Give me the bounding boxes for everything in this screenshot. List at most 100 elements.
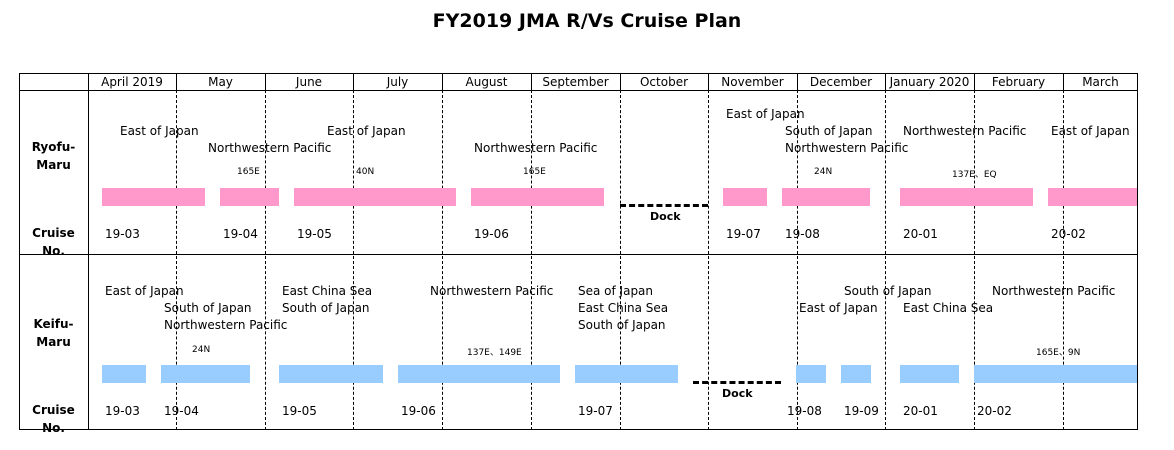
cruise-bar bbox=[796, 365, 826, 383]
month-header: August bbox=[465, 75, 508, 89]
cruise-number: 19-09 bbox=[844, 404, 879, 418]
month-gridline bbox=[265, 90, 266, 430]
month-header: January 2020 bbox=[889, 75, 970, 89]
ship-name-keifu: Keifu- Maru bbox=[33, 317, 74, 349]
area-label: South of Japan bbox=[578, 318, 666, 332]
area-label: South of Japan bbox=[282, 301, 370, 315]
cruise-number: 19-05 bbox=[297, 227, 332, 241]
cruise-bar bbox=[723, 188, 767, 206]
area-label: East of Japan bbox=[105, 284, 184, 298]
month-gridline bbox=[708, 90, 709, 430]
area-label: South of Japan bbox=[844, 284, 932, 298]
month-header: September bbox=[542, 75, 609, 89]
coordinate-label: 137E、EQ bbox=[952, 170, 997, 180]
coordinate-label: 24N bbox=[192, 345, 211, 355]
month-header: December bbox=[809, 75, 873, 89]
month-gridline bbox=[885, 90, 886, 430]
cruise-number: 19-06 bbox=[474, 227, 509, 241]
dock-period bbox=[620, 204, 708, 207]
cruise-number: 19-08 bbox=[787, 404, 822, 418]
month-header: November bbox=[721, 75, 784, 89]
cruise-number: 19-05 bbox=[282, 404, 317, 418]
area-label: East of Japan bbox=[799, 301, 878, 315]
coordinate-label: 137E、149E bbox=[467, 348, 522, 358]
month-header: May bbox=[208, 75, 233, 89]
area-label: South of Japan bbox=[785, 124, 873, 138]
month-separator bbox=[531, 73, 532, 90]
month-header: April 2019 bbox=[101, 75, 163, 89]
cruise-number: 20-02 bbox=[1051, 227, 1086, 241]
month-header: June bbox=[295, 75, 323, 89]
cruise-number: 19-07 bbox=[726, 227, 761, 241]
area-label: Northwestern Pacific bbox=[785, 141, 909, 155]
area-label: East of Japan bbox=[726, 107, 805, 121]
area-label: East of Japan bbox=[120, 124, 199, 138]
month-gridline bbox=[620, 90, 621, 430]
table-frame bbox=[19, 73, 1138, 430]
area-label: East China Sea bbox=[578, 301, 669, 315]
area-label: Northwestern Pacific bbox=[208, 141, 332, 155]
month-separator bbox=[353, 73, 354, 90]
cruise-number: 19-08 bbox=[785, 227, 820, 241]
month-separator bbox=[974, 73, 975, 90]
cruise-number: 20-02 bbox=[977, 404, 1012, 418]
cruise-bar bbox=[900, 188, 1033, 206]
month-separator bbox=[885, 73, 886, 90]
area-label: East of Japan bbox=[327, 124, 406, 138]
cruise-number: 19-04 bbox=[164, 404, 199, 418]
cruise-number: 19-07 bbox=[578, 404, 613, 418]
cruise-bar bbox=[575, 365, 678, 383]
month-separator bbox=[442, 73, 443, 90]
month-header: March bbox=[1082, 75, 1119, 89]
month-header: October bbox=[639, 75, 689, 89]
month-separator bbox=[708, 73, 709, 90]
coordinate-label: 40N bbox=[356, 167, 375, 177]
cruise-bar bbox=[471, 188, 604, 206]
area-label: Northwestern Pacific bbox=[164, 318, 288, 332]
dock-label: Dock bbox=[650, 210, 681, 223]
cruise-number: 20-01 bbox=[903, 404, 938, 418]
area-label: Northwestern Pacific bbox=[992, 284, 1116, 298]
cruise-bar bbox=[102, 188, 205, 206]
area-label: Northwestern Pacific bbox=[903, 124, 1027, 138]
coordinate-label: 165E bbox=[523, 167, 546, 177]
coordinate-label: 165E、9N bbox=[1036, 348, 1081, 358]
cruise-bar bbox=[102, 365, 146, 383]
ship-name-ryofu: Ryofu- Maru bbox=[31, 140, 76, 172]
area-label: Northwestern Pacific bbox=[430, 284, 554, 298]
month-gridline bbox=[442, 90, 443, 430]
cruise-bar bbox=[220, 188, 279, 206]
dock-period bbox=[693, 381, 781, 384]
cruise-number: 19-03 bbox=[105, 404, 140, 418]
label-column-divider bbox=[88, 73, 89, 430]
cruise-bar bbox=[900, 365, 959, 383]
row-divider bbox=[19, 254, 1138, 255]
cruise-number: 20-01 bbox=[903, 227, 938, 241]
cruise-bar bbox=[161, 365, 250, 383]
month-gridline bbox=[974, 90, 975, 430]
area-label: South of Japan bbox=[164, 301, 252, 315]
area-label: Sea of Japan bbox=[578, 284, 654, 298]
cruise-number: 19-03 bbox=[105, 227, 140, 241]
month-separator bbox=[1063, 73, 1064, 90]
coordinate-label: 165E bbox=[237, 167, 260, 177]
dock-label: Dock bbox=[722, 387, 753, 400]
page-title: FY2019 JMA R/Vs Cruise Plan bbox=[432, 10, 742, 32]
cruise-bar bbox=[294, 188, 456, 206]
month-gridline bbox=[353, 90, 354, 430]
area-label: East of Japan bbox=[1051, 124, 1130, 138]
month-header: February bbox=[991, 75, 1046, 89]
cruise-bar bbox=[974, 365, 1137, 383]
month-separator bbox=[620, 73, 621, 90]
coordinate-label: 24N bbox=[814, 167, 833, 177]
cruise-number: 19-04 bbox=[223, 227, 258, 241]
cruise-bar bbox=[279, 365, 383, 383]
month-gridline bbox=[797, 90, 798, 430]
cruise-bar bbox=[782, 188, 870, 206]
month-gridline bbox=[176, 90, 177, 430]
cruise-bar bbox=[398, 365, 560, 383]
cruise-bar bbox=[841, 365, 871, 383]
area-label: East China Sea bbox=[282, 284, 373, 298]
month-separator bbox=[265, 73, 266, 90]
month-gridline bbox=[1063, 90, 1064, 430]
